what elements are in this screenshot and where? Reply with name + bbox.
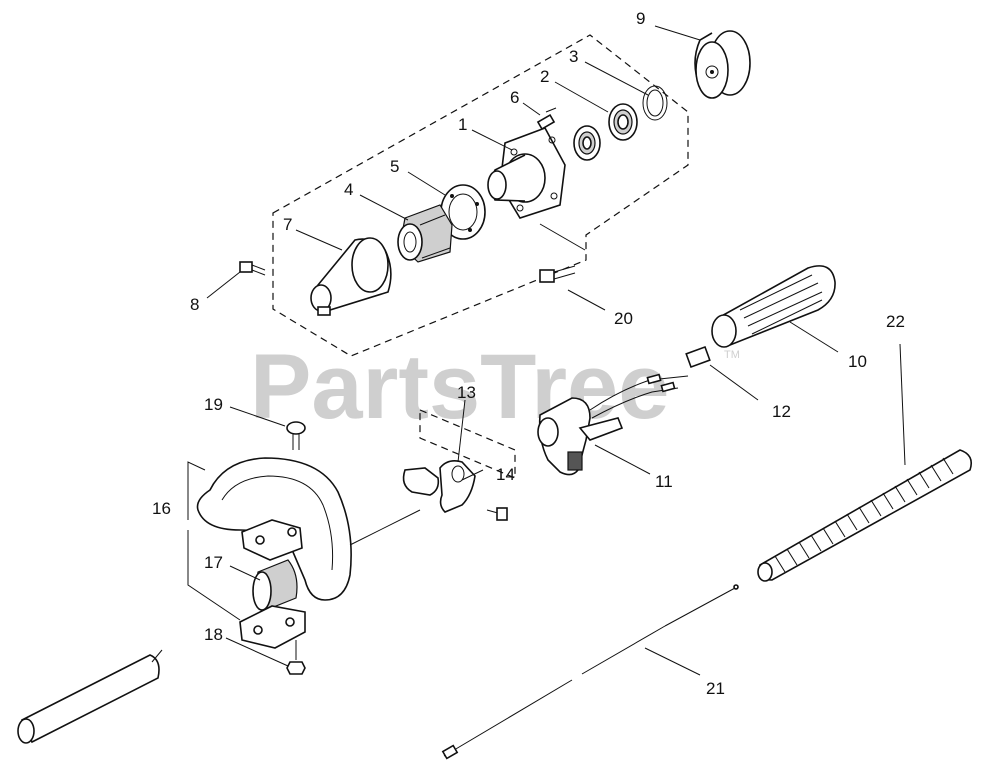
part-12-spacer[interactable] bbox=[685, 345, 711, 369]
callout-4: 4 bbox=[344, 180, 353, 199]
watermark-text: PartsTree bbox=[250, 336, 669, 438]
callout-20: 20 bbox=[614, 309, 633, 328]
part-7-cone-housing[interactable] bbox=[310, 237, 392, 316]
callout-14: 14 bbox=[496, 465, 515, 484]
part-17-rubber-insert[interactable] bbox=[252, 559, 298, 611]
callout-11: 11 bbox=[655, 472, 673, 491]
part-4-clutch-shoe[interactable] bbox=[397, 204, 453, 263]
part-22-liner[interactable] bbox=[757, 449, 973, 582]
assembly-axis bbox=[349, 509, 421, 546]
callout-16: 16 bbox=[152, 499, 171, 518]
part-8-bolt[interactable] bbox=[239, 261, 266, 276]
part-20-screw[interactable] bbox=[539, 265, 576, 283]
part-10-grip[interactable] bbox=[711, 265, 836, 348]
part-13-bracket[interactable] bbox=[402, 409, 516, 513]
callout-13: 13 bbox=[457, 383, 476, 402]
leader-lines bbox=[187, 25, 906, 676]
callout-21: 21 bbox=[706, 679, 725, 698]
callout-18: 19 bbox=[204, 395, 223, 414]
callout-10: 10 bbox=[848, 352, 867, 371]
callout-6: 6 bbox=[510, 88, 519, 107]
callout-1: 1 bbox=[458, 115, 467, 134]
callout-7: 7 bbox=[283, 215, 292, 234]
part-18-bolt[interactable] bbox=[286, 421, 306, 450]
callout-2: 2 bbox=[540, 67, 549, 86]
callout-22: 22 bbox=[886, 312, 905, 331]
assembly-boundary bbox=[272, 34, 689, 357]
part-3-snap-ring[interactable] bbox=[642, 85, 668, 121]
callout-17: 17 bbox=[204, 553, 223, 572]
callouts: 9 3 2 6 1 5 4 7 8 20 10 12 11 13 14 19 1… bbox=[152, 9, 905, 698]
part-11-throttle[interactable] bbox=[537, 373, 689, 476]
part-16-loop-handle[interactable] bbox=[196, 457, 352, 601]
callout-19: 18 bbox=[204, 625, 223, 644]
part-6-screw[interactable] bbox=[536, 107, 557, 131]
callout-8: 8 bbox=[190, 295, 199, 314]
part-9-clutch-drum[interactable] bbox=[694, 30, 751, 99]
watermark-trademark: TM bbox=[724, 349, 740, 361]
part-1-gear-case[interactable] bbox=[487, 127, 566, 219]
part-19-clamp-nut[interactable] bbox=[239, 605, 306, 675]
main-shaft-tube bbox=[17, 649, 163, 744]
part-14-screw[interactable] bbox=[486, 507, 508, 521]
callout-12: 12 bbox=[772, 402, 791, 421]
watermark: PartsTree TM bbox=[250, 336, 740, 438]
part-21-drive-cable[interactable] bbox=[441, 584, 739, 760]
part-2-bearing[interactable] bbox=[573, 103, 638, 161]
callout-9: 9 bbox=[636, 9, 645, 28]
callout-3: 3 bbox=[569, 47, 578, 66]
callout-5: 5 bbox=[390, 157, 399, 176]
